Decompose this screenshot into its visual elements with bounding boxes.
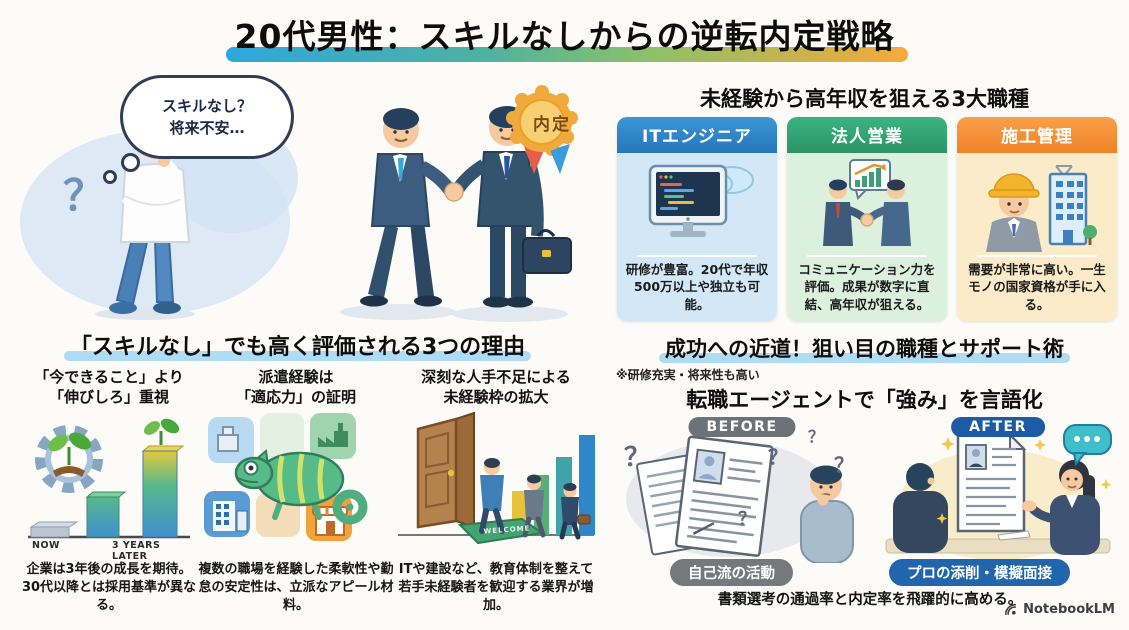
support-note: ※研修充実・将来性も高い	[616, 368, 760, 382]
question-mark: ？	[63, 171, 106, 220]
question-mark: ？	[834, 453, 854, 477]
reasons-heading-text: 「スキルなし」でも高く評価される3つの理由	[63, 329, 532, 361]
notebooklm-logo-icon	[1005, 604, 1017, 615]
card-divider	[977, 254, 1097, 257]
reason-caption: ITや建設など、教育体制を整えて若手未経験者を歓迎する業界が増加。	[398, 562, 594, 614]
before-tag: BEFORE	[688, 417, 796, 437]
job-card-title: 法人営業	[787, 117, 947, 153]
thought-bubble: スキルなし？ 将来不安…	[103, 75, 294, 184]
job-cards: ITエンジニア 研修が豊富。2	[617, 117, 1117, 321]
reason-title: 派遣経験は 「適応力」の証明	[235, 368, 356, 407]
job-card-corporate-sales: 法人営業	[787, 117, 947, 321]
page-title: 20代男性：スキルなしからの逆転内定戦略	[234, 17, 895, 56]
naitei-badge-icon	[506, 85, 578, 174]
after-tag: AFTER	[951, 417, 1045, 437]
gear-sprout-growth-icon	[28, 418, 190, 539]
reason-caption: 複数の職場を経験した柔軟性や勤怠の安定性は、立派なアピール材料。	[198, 562, 394, 614]
brand-watermark: NotebookLM	[1003, 602, 1115, 617]
handshake-offer-illustration: 内定	[298, 70, 593, 325]
question-mark: ？	[738, 509, 756, 530]
job-card-title: ITエンジニア	[617, 117, 777, 153]
support-footer-caption: 書類選考の通過率と内定率を飛躍的に高める。	[717, 592, 1023, 608]
reason-growth-potential: 「今できること」より 「伸びしろ」重視	[20, 367, 198, 616]
thought-bubble-text: スキルなし？ 将来不安…	[161, 96, 252, 138]
after-pro-support-icon	[885, 424, 1112, 560]
after-panel: AFTER	[878, 417, 1118, 563]
question-mark: ？	[624, 443, 651, 473]
reason-title: 深刻な人手不足による 未経験枠の拡大	[421, 368, 571, 407]
handshake-icon	[340, 85, 578, 322]
brand-name: NotebookLM	[1023, 602, 1115, 617]
before-after-captions: 自己流の活動 プロの添削・模擬面接	[622, 559, 1118, 586]
before-caption-pill: 自己流の活動	[670, 559, 793, 586]
jobs-section-heading: 未経験から高年収を狙える3大職種	[700, 87, 1029, 111]
handshake-chart-icon	[823, 158, 911, 246]
question-mark: ？	[808, 427, 825, 446]
axis-label-now: NOW	[32, 540, 61, 551]
support-heading-text: 成功への近道！狙い目の職種とサポート術	[659, 333, 1070, 363]
support-section-heading: 成功への近道！狙い目の職種とサポート術	[612, 333, 1117, 363]
monitor-code-icon	[648, 164, 754, 237]
reason-caption: 企業は3年後の成長を期待。30代以降とは採用基準が異なる。	[21, 562, 197, 614]
chameleon-workplaces-icon	[204, 413, 368, 541]
reasons-columns: 「今できること」より 「伸びしろ」重視	[20, 367, 598, 616]
title-underline	[226, 47, 908, 62]
reason-labor-shortage: 深刻な人手不足による 未経験枠の拡大	[394, 367, 598, 616]
reason-title: 「今できること」より 「伸びしろ」重視	[34, 368, 184, 407]
card-divider	[807, 254, 927, 257]
open-door-growth-icon	[398, 411, 595, 545]
job-card-it-engineer: ITエンジニア 研修が豊富。2	[617, 117, 777, 321]
before-after-row: BEFORE	[622, 417, 1118, 563]
before-panel: BEFORE	[622, 417, 862, 563]
support-subheading: 転職エージェントで「強み」を言語化	[686, 388, 1043, 412]
naitei-badge-label: 内定	[533, 115, 571, 135]
before-self-activity-icon	[626, 435, 854, 563]
job-card-construction-management: 施工管理	[957, 117, 1117, 321]
job-card-description: 需要が非常に高い。一生モノの国家資格が手に入る。	[968, 261, 1106, 312]
reasons-section-heading: 「スキルなし」でも高く評価される3つの理由	[25, 329, 570, 361]
job-card-description: 研修が豊富。20代で年収500万以上や独立も可能。	[625, 261, 769, 312]
card-divider	[637, 254, 757, 257]
job-card-title: 施工管理	[957, 117, 1117, 153]
reason-adaptability: 派遣経験は 「適応力」の証明	[198, 367, 394, 616]
axis-label-later: 3 YEARS LATER	[112, 540, 161, 562]
question-mark: ？	[768, 445, 788, 469]
job-card-description: コミュニケーション力を評価。成果が数字に直結、高年収が狙える。	[798, 261, 936, 312]
construction-worker-icon	[986, 164, 1097, 252]
after-caption-pill: プロの添削・模擬面接	[889, 559, 1070, 586]
worried-man-illustration: ？ スキルなし？ 将来不安…	[5, 70, 300, 322]
